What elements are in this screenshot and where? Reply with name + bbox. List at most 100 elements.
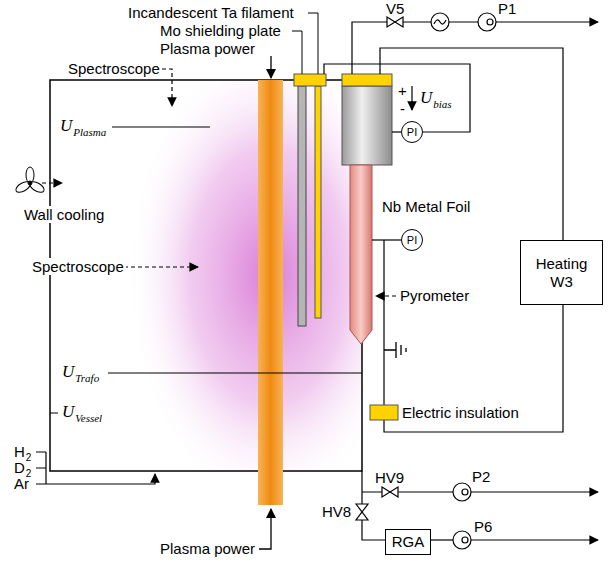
pump-label: P6	[474, 518, 492, 535]
node-text: Heating W3	[531, 255, 593, 291]
wire	[384, 305, 563, 432]
fan-icon	[14, 167, 46, 194]
pump-symbol	[453, 531, 471, 549]
shielding-plate	[298, 86, 306, 326]
gas-inlet	[36, 452, 46, 484]
leader-line	[50, 413, 58, 414]
filament	[315, 86, 321, 318]
diagnostic-label: Pyrometer	[400, 287, 469, 304]
power-label: Plasma power	[160, 540, 255, 557]
gas-label: Ar	[14, 475, 29, 492]
potential-symbol: U	[62, 402, 74, 421]
diagnostic-label: Spectroscope	[68, 60, 160, 77]
spectroscope-arrow	[124, 69, 198, 267]
power-arrow	[259, 56, 271, 549]
leader-line	[308, 13, 318, 74]
potential-subscript: bias	[433, 98, 451, 110]
nb-foil	[350, 165, 372, 344]
cooling-label: Wall cooling	[22, 206, 106, 223]
flow-meter	[431, 13, 449, 31]
fan-icon	[28, 181, 32, 185]
valve-symbol	[387, 17, 403, 27]
node-text: PI	[407, 234, 417, 246]
nb-foil	[350, 165, 372, 344]
plasma-glow	[120, 81, 361, 470]
wire	[383, 240, 384, 405]
rga-box: RGA	[385, 529, 431, 555]
ground-symbol	[384, 342, 406, 358]
pump-symbol	[453, 483, 471, 501]
vessel-wall	[50, 80, 362, 471]
wire	[471, 539, 598, 540]
power-arrow	[259, 509, 271, 549]
part-label: Incandescent Ta filament	[128, 4, 294, 21]
bias-arrow	[411, 86, 412, 110]
insulator	[370, 405, 398, 420]
power-label: Plasma power	[160, 40, 255, 57]
fan-icon	[28, 180, 46, 195]
wire	[431, 539, 453, 540]
wire	[392, 131, 401, 132]
potential-symbol: U	[420, 88, 432, 107]
shielding-plate	[298, 86, 306, 326]
valve-symbol	[382, 487, 398, 497]
cooling-arrow	[42, 182, 62, 183]
potential-symbol: U	[62, 362, 74, 381]
insulator	[294, 74, 326, 86]
gas-label: H	[14, 443, 25, 460]
pump-symbol	[462, 537, 468, 543]
wire	[324, 22, 598, 540]
spectroscope-arrow	[162, 69, 172, 106]
potential-subscript: Plasma	[73, 126, 106, 138]
wire	[471, 491, 598, 492]
pressure-gauge: PI	[401, 229, 423, 251]
cooling-arrow	[42, 182, 62, 183]
vessel-wall	[50, 80, 362, 471]
power-arrow	[270, 56, 271, 78]
wire	[324, 64, 470, 132]
sample-holder	[342, 86, 392, 165]
node-text: PI	[407, 126, 417, 138]
wire	[362, 491, 453, 492]
plasma-glow	[120, 81, 361, 470]
gas-subscript: 2	[26, 452, 32, 463]
pump-symbol	[453, 13, 496, 549]
gas-inlet	[46, 474, 155, 484]
ground-symbol	[384, 342, 406, 358]
pump-symbol	[478, 13, 496, 31]
fan-icon	[14, 180, 32, 195]
pump-label: P2	[472, 468, 490, 485]
flow-meter	[434, 20, 446, 24]
polarity-sign: +	[398, 82, 407, 99]
polarity-sign: -	[400, 100, 405, 117]
pyrometer-arrow	[376, 295, 396, 296]
bias-arrow	[411, 86, 412, 110]
spectroscope-arrow	[124, 266, 198, 267]
plasma-power-band	[258, 80, 283, 505]
valve-symbol	[356, 17, 403, 520]
sample-holder	[342, 86, 392, 165]
pump-label: P1	[498, 0, 516, 17]
valve-label: V5	[386, 0, 404, 17]
valve-label: HV8	[322, 503, 351, 520]
part-label: Electric insulation	[402, 404, 519, 421]
wire	[372, 239, 401, 240]
insulator	[342, 74, 392, 86]
diagnostic-label: Spectroscope	[30, 258, 126, 275]
potential-symbol: U	[60, 116, 72, 135]
gas-label: D	[14, 459, 25, 476]
potential-subscript: Trafo	[75, 372, 99, 384]
plasma-power-band	[258, 80, 283, 505]
insulator	[370, 405, 398, 420]
filament	[315, 86, 321, 318]
leader-line	[108, 373, 362, 374]
flow-meter	[431, 13, 449, 31]
valve-label: HV9	[375, 469, 404, 486]
potential-subscript: Vessel	[75, 412, 102, 424]
valve-symbol	[356, 504, 368, 520]
pump-symbol	[462, 489, 468, 495]
heating-supply-box: Heating W3	[520, 240, 603, 305]
part-label: Mo shielding plate	[160, 22, 281, 39]
pump-symbol	[487, 19, 493, 25]
